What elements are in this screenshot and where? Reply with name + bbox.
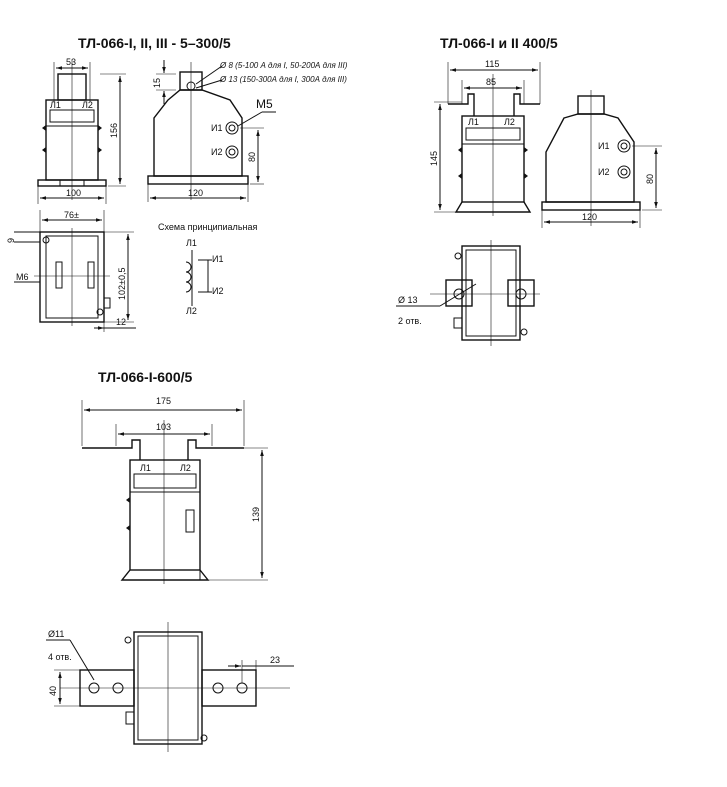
d1-front-l2: Л2: [82, 100, 93, 110]
d2-front-dim-115: 115: [485, 59, 499, 69]
d1-front-dim-156: 156: [109, 123, 119, 138]
d1-front-dim-100: 100: [66, 188, 81, 198]
d1-side-note-d13: Ø 13 (150-300А для I, 300А для III): [219, 75, 347, 84]
d3-top-hole-count: 4 отв.: [48, 652, 72, 662]
d1-side-dim-15: 15: [152, 78, 162, 88]
d2-side-dim-80: 80: [645, 174, 655, 184]
d2-side-dim-120: 120: [582, 212, 597, 222]
drawing-2-title: ТЛ-066-I и II 400/5: [440, 35, 558, 51]
drawing-3-title: ТЛ-066-I-600/5: [98, 369, 193, 385]
drawing-3: ТЛ-066-I-600/5 175 103 Л1 Л2: [46, 369, 294, 752]
drawing-2-top-view: Ø 13 2 отв.: [396, 240, 540, 346]
d1-side-dim-120: 120: [188, 188, 203, 198]
drawing-2-side-view: И1 И2 80 120: [541, 90, 662, 228]
drawing-1-schematic: Схема принципиальная Л1 И1 И2 Л2: [158, 222, 257, 316]
d3-top-dim-23: 23: [270, 655, 280, 665]
drawing-1-side-view: 15 И1 И2 М5 Ø 8 (5-100 А для I, 50-200А …: [147, 60, 348, 202]
d1-schematic-l2: Л2: [186, 306, 197, 316]
d1-top-dim-102: 102±0,5: [117, 268, 127, 300]
d1-top-m6: М6: [16, 272, 29, 282]
d2-side-i2: И2: [598, 167, 609, 177]
drawing-3-top-view: Ø11 4 отв. 40 23: [46, 622, 294, 752]
d3-top-dim-40: 40: [48, 686, 58, 696]
d2-top-dim-d13: Ø 13: [398, 295, 418, 305]
d3-front-dim-175: 175: [156, 396, 171, 406]
d1-schematic-i2: И2: [212, 286, 223, 296]
drawing-3-front-view: 175 103 Л1 Л2 139: [81, 396, 268, 584]
d1-side-note-d8: Ø 8 (5-100 А для I, 50-200А для III): [219, 61, 348, 70]
drawing-1-title: ТЛ-066-I, II, III - 5–300/5: [78, 35, 231, 51]
d3-top-dim-d11: Ø11: [48, 629, 64, 639]
d1-front-dim-53: 53: [66, 57, 76, 67]
drawing-1-top-view: 76± 9 М6 102±0,5 12: [6, 210, 136, 332]
d2-front-dim-85: 85: [486, 77, 496, 87]
d2-front-dim-145: 145: [429, 151, 439, 166]
d1-front-l1: Л1: [50, 100, 61, 110]
d2-top-hole-count: 2 отв.: [398, 316, 422, 326]
d2-front-l1: Л1: [468, 117, 479, 127]
d3-front-l1: Л1: [140, 463, 151, 473]
d1-schematic-l1: Л1: [186, 238, 197, 248]
d1-top-dim-9: 9: [6, 238, 16, 243]
d1-side-i2: И2: [211, 147, 222, 157]
d3-front-dim-103: 103: [156, 422, 171, 432]
d1-top-dim-76: 76±: [64, 210, 79, 220]
d1-side-dim-80: 80: [247, 152, 257, 162]
d1-top-dim-12: 12: [116, 317, 126, 327]
drawing-1: ТЛ-066-I, II, III - 5–300/5 53 Л1 Л2 10: [6, 35, 348, 332]
d1-side-i1: И1: [211, 123, 222, 133]
d2-side-i1: И1: [598, 141, 609, 151]
d3-front-dim-139: 139: [251, 507, 261, 522]
d1-side-m5: М5: [256, 97, 273, 111]
d1-schematic-title: Схема принципиальная: [158, 222, 257, 232]
d3-front-l2: Л2: [180, 463, 191, 473]
drawing-2-front-view: 115 85 Л1 Л2 145: [429, 59, 541, 216]
drawing-2: ТЛ-066-I и II 400/5 115 85 Л1 Л2: [396, 35, 662, 346]
d2-front-l2: Л2: [504, 117, 515, 127]
drawing-1-front-view: 53 Л1 Л2 100 156: [37, 57, 126, 204]
d1-schematic-i1: И1: [212, 254, 223, 264]
